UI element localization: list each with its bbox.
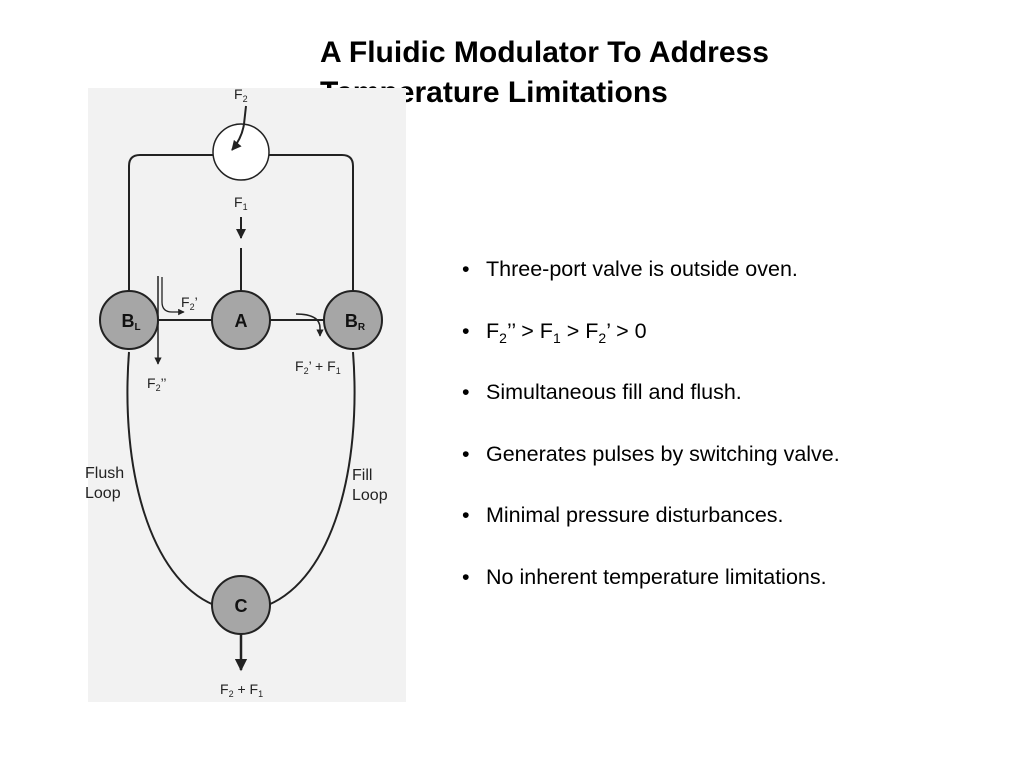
a-inlet-label: F1	[234, 194, 248, 212]
node-bl-subscript: L	[134, 322, 140, 333]
three-port-valve	[212, 123, 270, 181]
node-br-subscript: R	[358, 322, 366, 333]
node-c: C	[211, 575, 271, 635]
bullet-marker: •	[462, 441, 470, 466]
flush-loop-tube	[126, 351, 215, 606]
br-outflow-label: F2’ + F1	[295, 358, 341, 376]
bullet-text: Minimal pressure disturbances.	[486, 503, 784, 527]
fluidic-modulator-diagram: BL A BR C F2 F1 F2’ F2’’ F2’ + F1 F2 + F…	[85, 86, 406, 702]
fill-loop-tube	[267, 351, 356, 606]
bullet-flow-inequality: • F2’’ > F1 > F2’ > 0	[462, 315, 1002, 377]
br-outflow-arrow	[295, 313, 324, 337]
node-br-label: B	[345, 311, 358, 331]
bullet-fill-flush: • Simultaneous fill and flush.	[462, 376, 1002, 438]
valve-inlet-label: F2	[234, 86, 248, 104]
bullet-pressure: • Minimal pressure disturbances.	[462, 499, 1002, 561]
tube-valve-to-br	[269, 154, 354, 292]
f2-prime-label: F2’	[181, 294, 198, 312]
slide-title-line-2: Temperature Limitations	[320, 76, 668, 109]
bullet-marker: •	[462, 318, 470, 343]
bullet-marker: •	[462, 564, 470, 589]
bullet-text: Generates pulses by switching valve.	[486, 441, 840, 466]
bullet-text: Three-port valve is outside oven.	[486, 257, 798, 281]
node-bl-label: B	[121, 311, 134, 331]
slide-title-line-1: A Fluidic Modulator To Address	[320, 36, 769, 69]
tube-valve-to-bl	[128, 154, 213, 292]
slide-title: A Fluidic Modulator To Address Temperatu…	[320, 33, 1000, 113]
node-br: BR	[323, 290, 383, 350]
node-bl: BL	[99, 290, 159, 350]
node-a: A	[211, 290, 271, 350]
node-a-label: A	[235, 311, 248, 331]
bullet-temperature: • No inherent temperature limitations.	[462, 561, 1002, 623]
bullet-valve-outside-oven: • Three-port valve is outside oven.	[462, 253, 1002, 315]
bullet-marker: •	[462, 257, 470, 281]
outlet-label: F2 + F1	[220, 681, 263, 699]
svg-text:BR: BR	[345, 311, 366, 333]
node-c-label: C	[235, 596, 248, 616]
f2-prime-flow-arrow	[161, 277, 185, 316]
bullet-pulses: • Generates pulses by switching valve.	[462, 438, 1002, 500]
bullet-list: • Three-port valve is outside oven. • F2…	[462, 253, 1002, 622]
bullet-text: No inherent temperature limitations.	[486, 564, 827, 589]
bullet-marker: •	[462, 380, 470, 404]
bullet-text: Simultaneous fill and flush.	[486, 380, 742, 404]
f2-double-prime-label: F2’’	[147, 375, 167, 393]
bullet-marker: •	[462, 503, 470, 527]
svg-text:BL: BL	[121, 311, 140, 333]
valve-rotor-arrow	[231, 105, 247, 151]
bullet-text: F2’’ > F1 > F2’ > 0	[486, 318, 647, 346]
